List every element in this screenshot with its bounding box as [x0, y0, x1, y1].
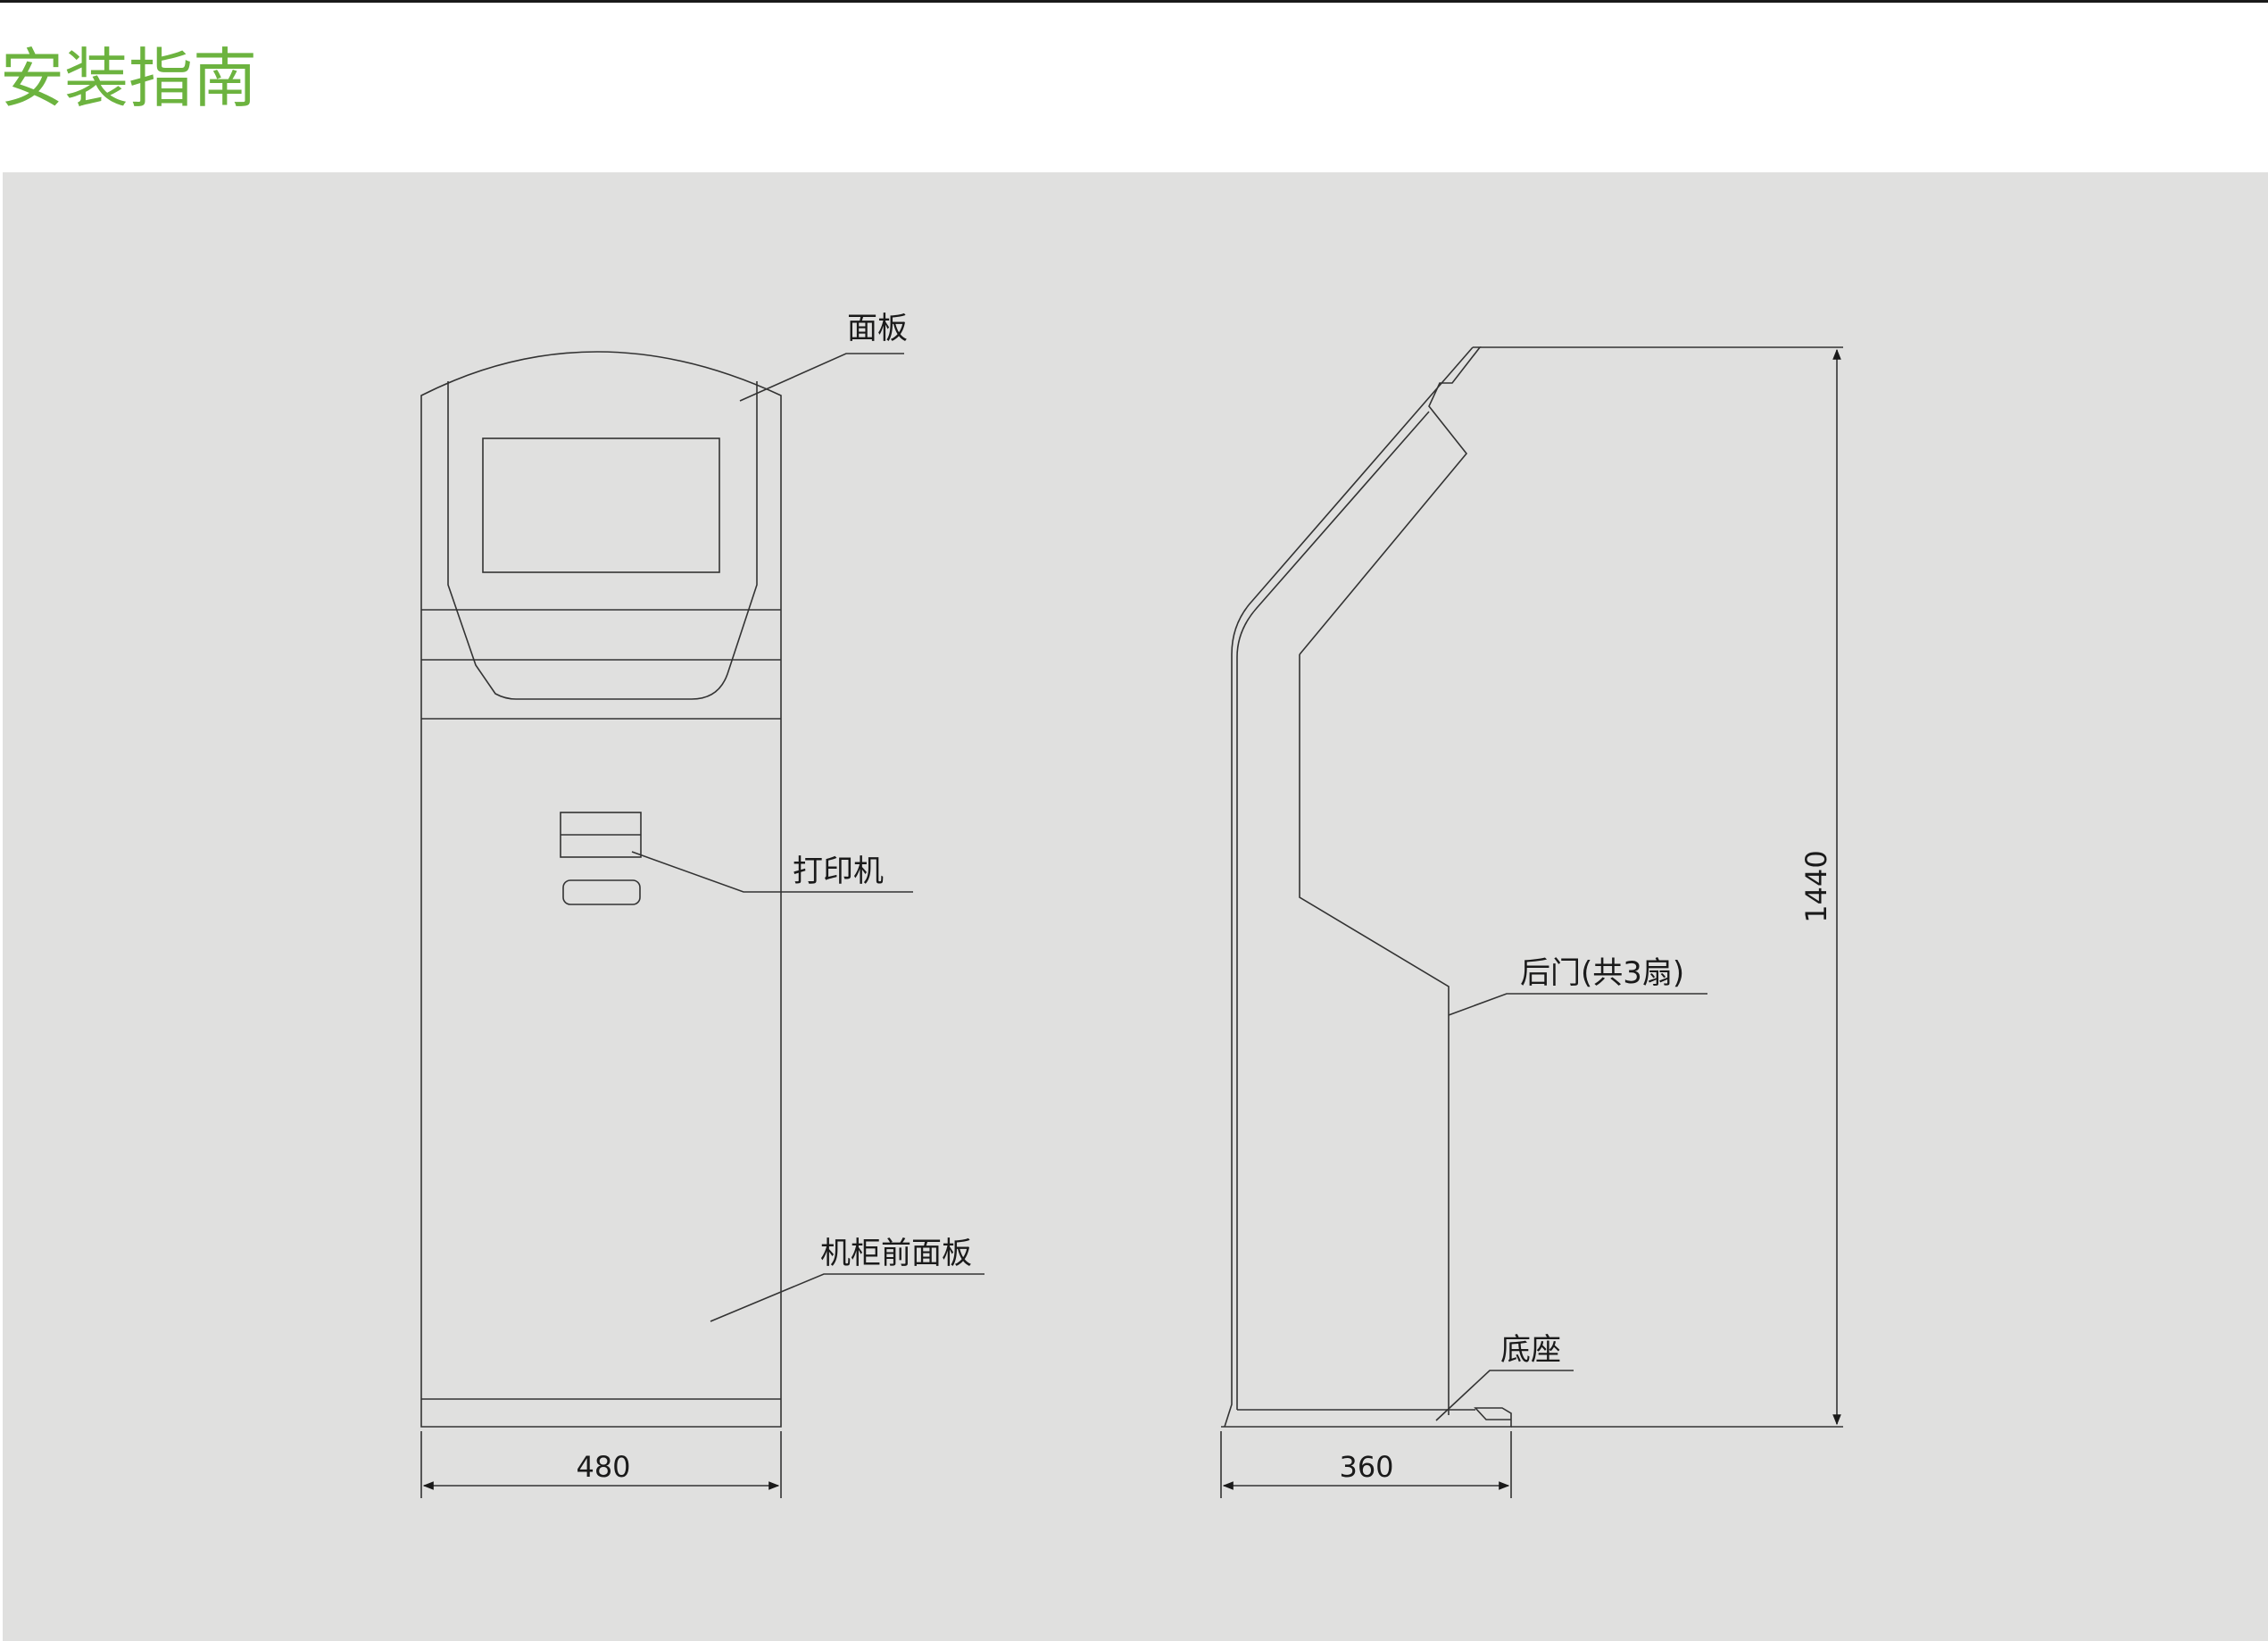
top-rule	[0, 0, 2268, 3]
side-base	[1221, 1407, 1512, 1428]
leader-base	[1435, 1370, 1574, 1421]
label-panel: 面板	[847, 311, 908, 346]
card-slot	[562, 879, 641, 905]
label-rear-door: 后门(共3扇)	[1520, 955, 1684, 991]
drawing-panel: 面板 打印机 机柜前面板 480 后门(共	[3, 172, 2268, 1641]
installation-drawing: 面板 打印机 机柜前面板 480 后门(共	[420, 311, 1843, 1498]
leader-panel	[739, 353, 904, 402]
side-outer-profile	[1224, 346, 1474, 1428]
label-cabinet-front-panel: 机柜前面板	[820, 1236, 972, 1271]
side-view	[1220, 346, 1843, 1498]
leader-cabinet-front	[710, 1273, 984, 1322]
front-view	[420, 351, 984, 1498]
front-panel-bezel	[447, 381, 758, 700]
side-depth-dimension-value: 360	[1339, 1450, 1393, 1484]
front-width-dimension-value: 480	[576, 1450, 630, 1484]
label-base: 底座	[1500, 1332, 1561, 1368]
side-inner-profile	[1236, 411, 1430, 1410]
leader-printer	[631, 851, 913, 893]
side-top-lip	[1299, 346, 1482, 655]
front-screen	[482, 437, 720, 573]
leader-rear-door	[1448, 993, 1707, 1016]
side-rear-door	[1299, 654, 1450, 1415]
page-title: 安装指南	[0, 41, 258, 116]
label-printer: 打印机	[793, 854, 884, 889]
front-cabinet-outline	[420, 351, 782, 1428]
side-height-dimension-value: 1440	[1799, 850, 1833, 922]
